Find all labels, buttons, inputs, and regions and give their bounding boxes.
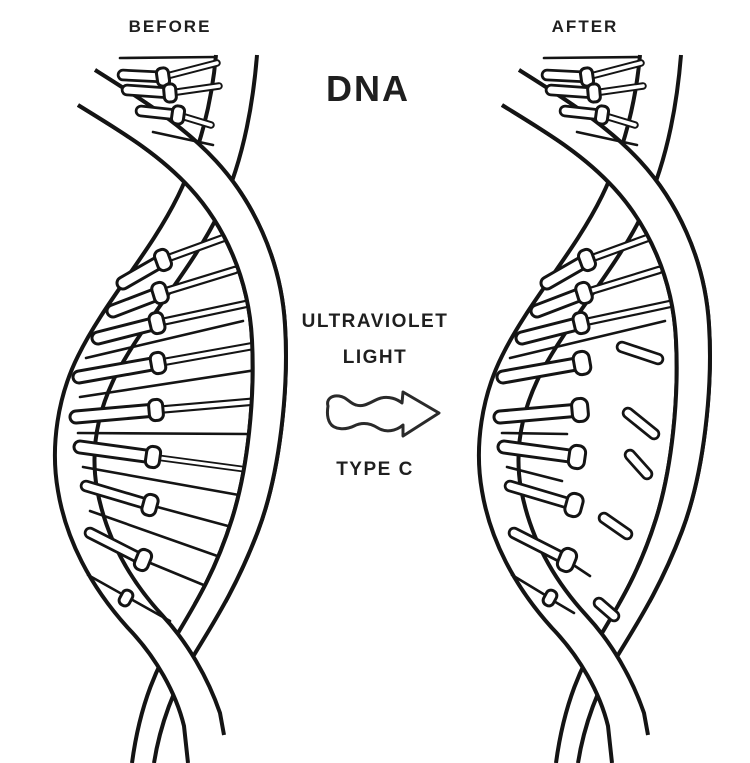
type-c-label: TYPE C bbox=[336, 459, 414, 480]
ultraviolet-label: ULTRAVIOLET bbox=[301, 311, 449, 332]
diagram-title: DNA bbox=[326, 68, 410, 109]
base-pair-rungs-top bbox=[116, 55, 223, 147]
before-label: BEFORE bbox=[128, 17, 212, 36]
uv-wavy-arrow-icon bbox=[325, 390, 441, 438]
light-label: LIGHT bbox=[342, 347, 408, 368]
broken-base-pair-stubs bbox=[592, 340, 665, 623]
base-pair-rungs-top bbox=[540, 55, 647, 147]
base-pair-rungs-middle bbox=[68, 231, 266, 623]
dna-helix-before-illustration bbox=[52, 53, 288, 763]
after-label: AFTER bbox=[551, 17, 619, 36]
base-pair-rungs-middle-broken bbox=[492, 231, 675, 615]
dna-helix-after-illustration bbox=[476, 53, 712, 763]
